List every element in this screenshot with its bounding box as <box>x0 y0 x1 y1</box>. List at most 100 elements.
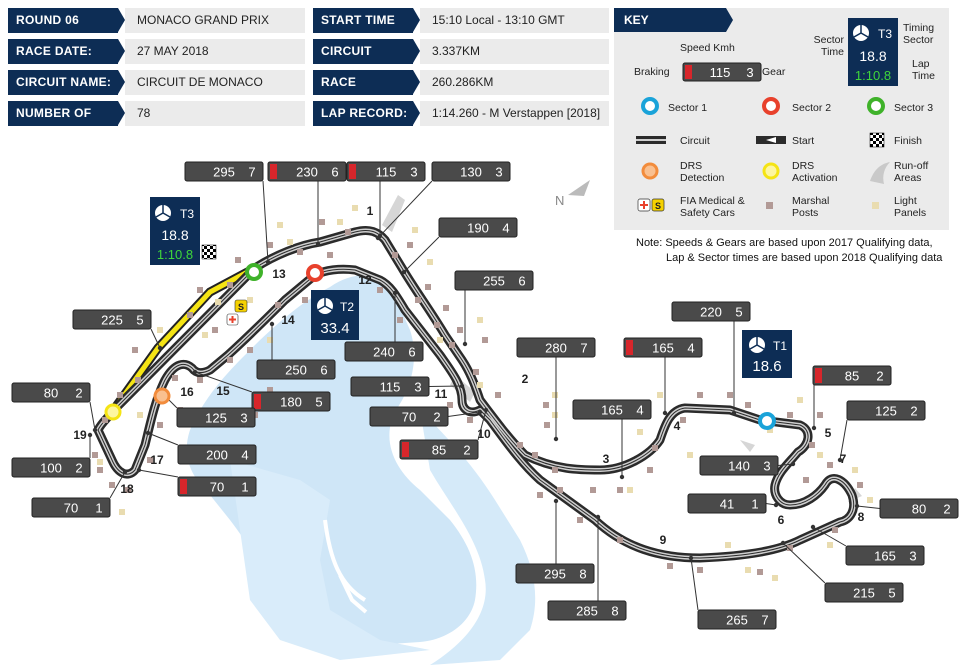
sector-t3-box: T3 18.8 1:10.8 <box>150 197 200 265</box>
speed-value: 280 <box>545 341 567 356</box>
marshal-post <box>817 412 823 418</box>
speed-value: 295 <box>544 567 566 582</box>
sector-t3-label: T3 <box>180 207 194 221</box>
speed-box: 41 1 <box>687 493 767 514</box>
turn-number: 16 <box>180 385 194 399</box>
key-sector2: Sector 2 <box>792 102 832 114</box>
key-runoff: Run-off Areas <box>894 160 929 184</box>
speed-value: 41 <box>720 497 734 512</box>
leader-line <box>150 328 161 349</box>
sector-t1-box: T1 18.6 <box>742 330 792 378</box>
key-marshal-icon <box>766 202 773 209</box>
drs-detection-marker <box>153 387 171 405</box>
key-finish-icon <box>869 132 885 148</box>
light-panel <box>827 542 833 548</box>
marshal-post <box>647 467 653 473</box>
marshal-post <box>267 242 273 248</box>
speed-value: 165 <box>874 549 896 564</box>
key-sector-time: Sector Time <box>813 34 844 58</box>
marshal-post <box>727 392 733 398</box>
light-panel <box>725 542 731 548</box>
marshal-post <box>517 442 523 448</box>
leader-line <box>428 385 463 387</box>
marshal-post <box>552 467 558 473</box>
leader-line <box>856 505 881 509</box>
braking-indicator <box>349 164 356 179</box>
leader-line <box>812 526 847 547</box>
marshal-post <box>537 492 543 498</box>
gear-value: 5 <box>888 586 895 601</box>
key-sample-speed: 115 <box>710 65 731 80</box>
speed-value: 295 <box>213 165 235 180</box>
leader-dot <box>401 269 407 275</box>
marshal-post <box>235 257 241 263</box>
turn-number: 6 <box>778 513 785 527</box>
info-race-distance: RACE DISTANCE: 260.286KM <box>313 70 609 114</box>
info-label: RACE DATE: <box>8 39 125 64</box>
marshal-post <box>652 445 658 451</box>
leader-line <box>109 471 126 499</box>
info-start-time: START TIME 15:10 Local - 13:10 GMT <box>313 8 609 33</box>
leader-line <box>403 236 440 273</box>
key-speed-kmh: Speed Kmh <box>680 42 735 54</box>
marshal-post <box>147 457 153 463</box>
key-drs-activation-icon <box>762 162 780 180</box>
key-sector3: Sector 3 <box>894 102 934 114</box>
leader-dot <box>619 474 625 480</box>
speed-box-frame <box>572 399 652 420</box>
note-line-1: Note: Speeds & Gears are based upon 2017… <box>636 237 933 249</box>
marshal-post <box>102 417 108 423</box>
light-panel <box>867 497 873 503</box>
turn-number: 11 <box>435 387 448 401</box>
sector-t2-label: T2 <box>340 300 354 314</box>
speed-value: 220 <box>700 305 722 320</box>
key-drs-detection: DRS Detection <box>680 160 725 184</box>
info-value: 1:14.260 - M Verstappen [2018] <box>420 101 609 126</box>
speed-box-frame <box>11 382 91 403</box>
light-panel <box>427 259 433 265</box>
leader-dot <box>731 410 737 416</box>
braking-indicator <box>254 394 261 409</box>
speed-value: 115 <box>376 165 397 180</box>
light-panel <box>657 392 663 398</box>
key-timing-sector: Timing Sector <box>903 22 935 46</box>
leader-dot <box>553 498 559 504</box>
marshal-post <box>302 297 308 303</box>
fia-safety-car-icons: S <box>226 299 248 326</box>
speed-box: 280 7 <box>516 337 596 358</box>
speed-value: 190 <box>467 221 489 236</box>
light-panel <box>215 299 221 305</box>
marshal-post <box>447 402 453 408</box>
key-lap-time: Lap Time <box>912 58 935 82</box>
light-panel <box>277 222 283 228</box>
speed-box-frame <box>369 406 449 427</box>
sector-t3-value: 18.8 <box>161 227 188 243</box>
key-sample-lap: 1:10.8 <box>855 68 891 83</box>
speed-value: 100 <box>40 461 62 476</box>
key-sector3-icon <box>867 97 885 115</box>
gear-value: 3 <box>410 165 417 180</box>
gear-value: 4 <box>687 341 694 356</box>
info-value: 260.286KM <box>420 70 609 95</box>
gear-value: 1 <box>751 497 758 512</box>
light-panel <box>852 467 858 473</box>
speed-box-frame <box>699 455 779 476</box>
leader-dot <box>122 469 128 475</box>
speed-box-frame <box>267 161 347 182</box>
turn-number: 14 <box>281 313 295 327</box>
gear-value: 3 <box>495 165 502 180</box>
info-value: MONACO GRAND PRIX <box>125 8 305 33</box>
gear-value: 1 <box>95 501 102 516</box>
turn-number: 1 <box>367 204 374 218</box>
gear-value: 7 <box>580 341 587 356</box>
